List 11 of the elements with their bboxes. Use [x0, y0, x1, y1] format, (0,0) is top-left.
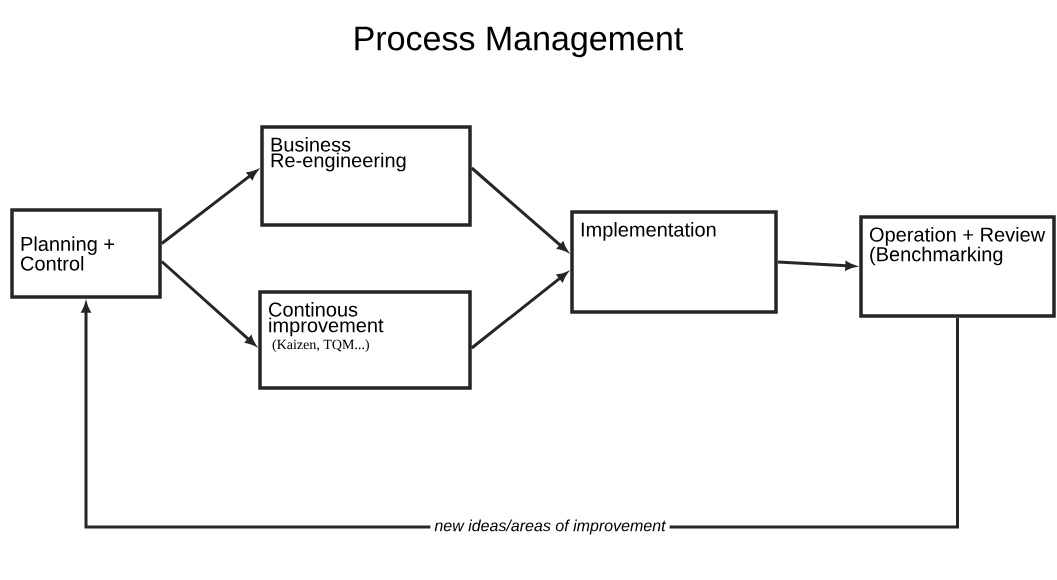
- arrow: [160, 169, 258, 245]
- arrow: [470, 272, 568, 350]
- process-box: Continous improvement (Kaizen, TQM...): [258, 290, 472, 390]
- title: Process Management: [355, 26, 684, 58]
- process-box: Operation + Review (Benchmarking: [859, 215, 1056, 318]
- process-box: Business Re-engineering: [260, 125, 472, 227]
- edge-label: new ideas/areas of improvement: [430, 515, 670, 539]
- arrow: [470, 166, 568, 252]
- process-box: Planning + Control: [10, 208, 162, 299]
- arrow: [160, 260, 256, 346]
- process-box: Implementation: [570, 210, 778, 314]
